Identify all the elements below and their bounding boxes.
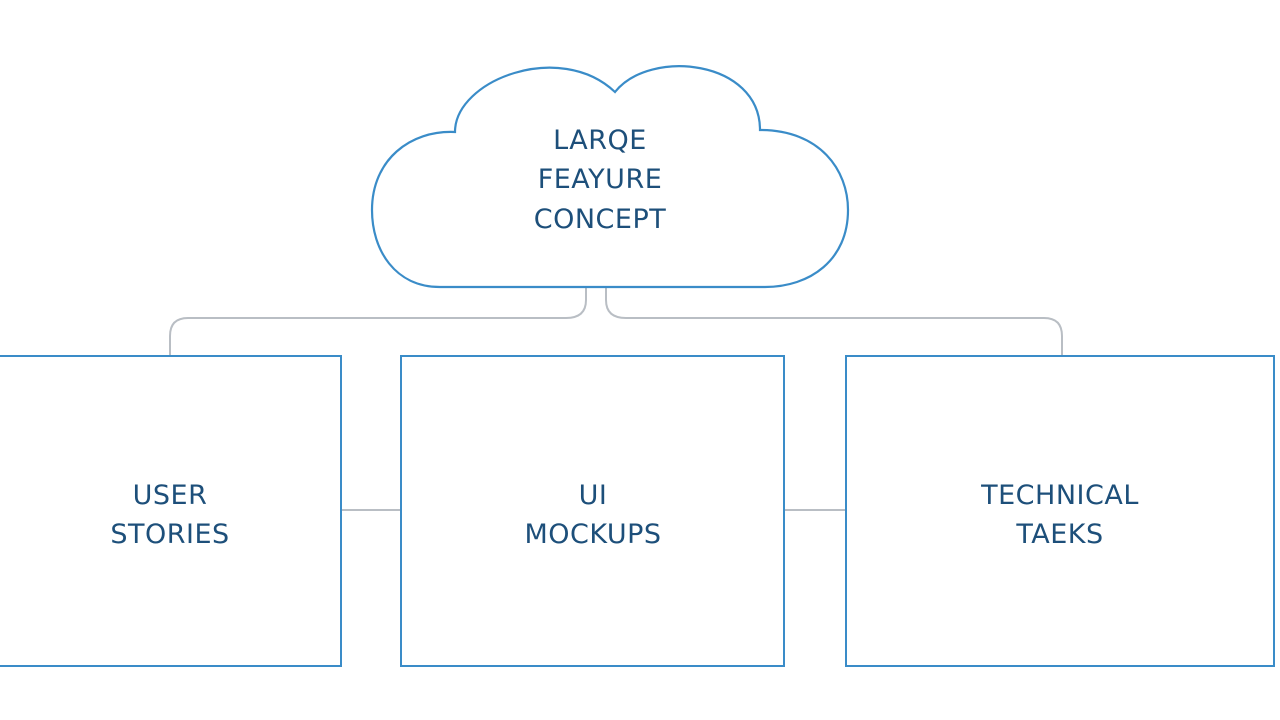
technical-tasks-line-1: TECHNICAL: [981, 479, 1139, 511]
box-technical-tasks: [845, 355, 1275, 667]
connector-root-to-user-stories: [169, 288, 587, 356]
cloud-shape: [370, 65, 850, 289]
user-stories-line-1: USER: [132, 479, 208, 511]
root-node-line-3: CONCEPT: [533, 203, 667, 235]
ui-mockups-line-2: MOCKUPS: [524, 519, 662, 550]
root-node-line-1: LARQE: [553, 125, 647, 157]
root-node-label: LARQE FEAYURE CONCEPT: [470, 110, 730, 250]
user-stories-label: USER STORIES: [0, 455, 340, 575]
technical-tasks-label: TECHNICAL TAEKS: [846, 455, 1274, 575]
ui-mockups-line-1: UI: [578, 479, 608, 511]
box-user-stories: [0, 355, 342, 667]
connector-root-to-technical-tasks: [605, 288, 1063, 356]
user-stories-line-2: STORIES: [110, 519, 230, 550]
technical-tasks-line-2: TAEKS: [1016, 519, 1104, 550]
root-node-line-2: FEAYURE: [537, 164, 663, 196]
box-ui-mockups: [400, 355, 785, 667]
ui-mockups-label: UI MOCKUPS: [402, 455, 784, 575]
